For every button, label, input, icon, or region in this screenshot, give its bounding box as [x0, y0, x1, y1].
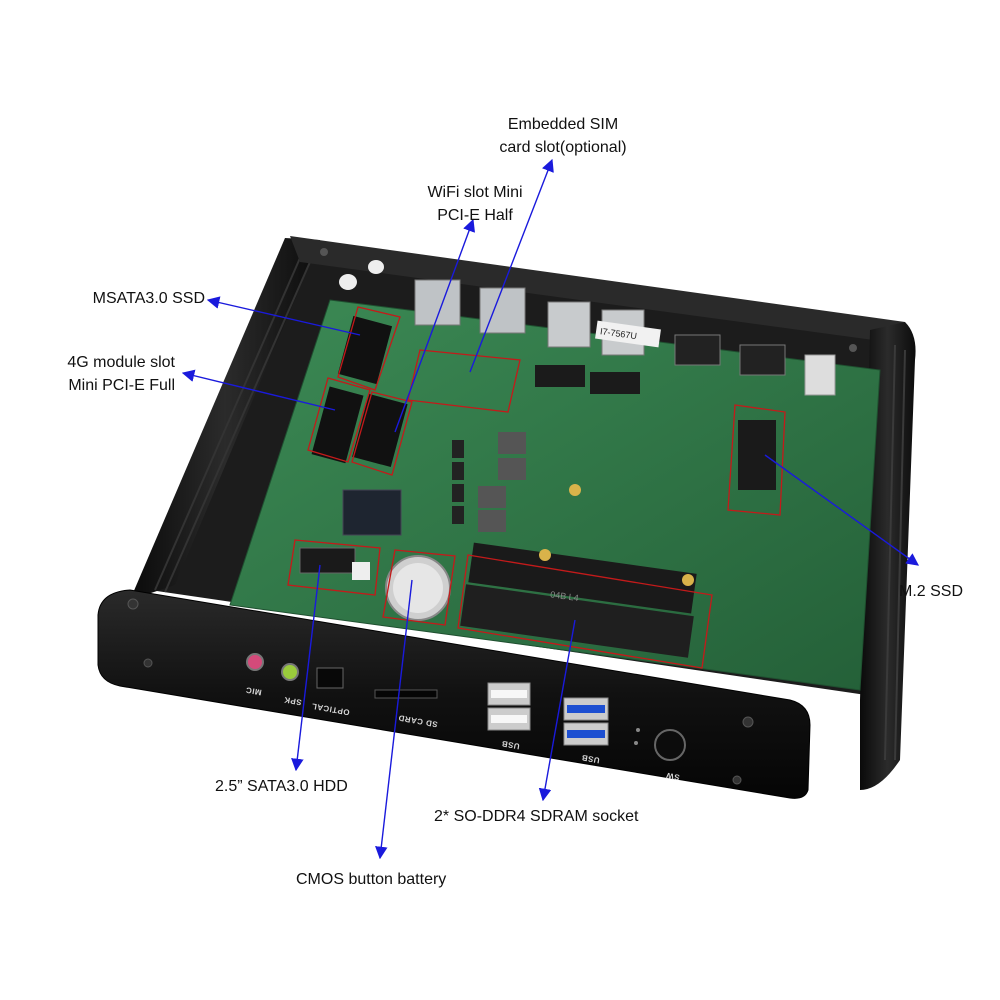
- highlight-sata: [287, 539, 381, 596]
- callout-msata-line1: MSATA3.0 SSD: [92, 290, 205, 307]
- highlight-wifi: [351, 391, 413, 476]
- m2-slot: [738, 420, 776, 490]
- sd-card-slot[interactable]: [374, 689, 438, 699]
- ram-socket-bottom: [460, 584, 694, 658]
- optical-port[interactable]: [316, 667, 344, 689]
- ram-socket-top: [468, 542, 697, 614]
- callout-embedded-sim-line2: card slot(optional): [499, 139, 627, 156]
- arrow-embedded-sim: [469, 158, 554, 373]
- callout-4g-module-line2: Mini PCI-E Full: [68, 377, 175, 394]
- case-right-fins: [884, 344, 906, 761]
- rear-display-port: [739, 344, 786, 376]
- callout-embedded-sim-line1: Embedded SIM: [507, 116, 619, 133]
- arrow-msata: [206, 296, 361, 336]
- antenna-hole-1: [339, 274, 357, 290]
- callout-sata-hdd: 2.5” SATA3.0 HDD: [215, 775, 348, 798]
- callout-sata-hdd-line1: 2.5” SATA3.0 HDD: [215, 778, 348, 795]
- antenna-hole-2: [368, 260, 384, 274]
- sata-connector: [299, 547, 356, 574]
- arrow-sata-hdd: [291, 564, 321, 772]
- usb3-port-stack[interactable]: [563, 697, 609, 746]
- front-panel-ports: MIC SPK OPTICAL SD CARD USB USB SW: [245, 653, 686, 782]
- callout-embedded-sim: Embedded SIM card slot(optional): [478, 113, 648, 159]
- case-front-panel: [97, 589, 811, 799]
- screw-front-left: [127, 598, 139, 610]
- case-left-wall-fins: [154, 257, 311, 593]
- usb-right-label: USB: [581, 753, 601, 765]
- screw-back-left: [320, 248, 328, 256]
- standoffs: [539, 484, 694, 586]
- ram-socket-label: 04B L4: [550, 589, 580, 603]
- hdd-led: [634, 741, 638, 745]
- highlight-4g-module: [307, 377, 371, 463]
- cpu-label-sticker: I7-7567U: [595, 320, 661, 348]
- arrow-wifi: [394, 218, 475, 433]
- lan-transformer-1: [535, 365, 585, 387]
- callout-4g-module-line1: 4G module slot: [67, 354, 175, 371]
- case-left-wall: [130, 238, 320, 600]
- screw-back-right: [849, 344, 857, 352]
- callout-4g-module: 4G module slot Mini PCI-E Full: [0, 351, 175, 397]
- power-led: [636, 728, 640, 732]
- callout-cmos-line1: CMOS button battery: [296, 871, 447, 888]
- sata-power-connector: [352, 562, 370, 580]
- callout-arrows: [181, 158, 920, 860]
- callout-cmos: CMOS button battery: [296, 868, 446, 891]
- speaker-label: SPK: [283, 695, 302, 707]
- highlight-ram: [457, 554, 713, 669]
- power-stage: [452, 432, 526, 532]
- highlight-boxes: [287, 306, 786, 669]
- highlight-msata: [337, 306, 401, 391]
- callout-wifi-slot-line1: WiFi slot Mini: [427, 184, 523, 201]
- screw-front-right-low: [732, 775, 742, 785]
- highlight-sim: [407, 349, 521, 413]
- arrow-ddr4: [538, 619, 576, 802]
- ram-sockets: 04B L4: [460, 542, 697, 658]
- callout-wifi-slot-line2: PCI-E Half: [437, 207, 513, 224]
- usb-left-label: USB: [501, 739, 521, 751]
- rear-dc-jack: [804, 354, 836, 396]
- highlight-m2: [727, 404, 786, 516]
- arrow-4g-module: [181, 369, 336, 411]
- callout-m2-ssd-line1: M.2 SSD: [899, 583, 964, 600]
- lan-transformer-2: [590, 372, 640, 394]
- callout-m2-ssd: M.2 SSD: [899, 580, 963, 603]
- arrow-cmos: [375, 579, 413, 860]
- callout-wifi-slot: WiFi slot Mini PCI-E Half: [390, 181, 560, 227]
- cmos-battery-face: [393, 563, 443, 613]
- chipset: [342, 489, 402, 536]
- sw-label: SW: [665, 771, 680, 782]
- highlight-cmos: [382, 549, 456, 626]
- power-button[interactable]: [654, 729, 686, 761]
- screw-front-left-low: [143, 658, 153, 668]
- screw-front-right: [742, 716, 754, 728]
- speaker-jack[interactable]: [281, 663, 299, 681]
- arrow-m2: [764, 454, 920, 566]
- rear-usb-stack-2: [479, 287, 526, 334]
- rear-lan-1: [547, 301, 591, 348]
- callout-ddr4-line1: 2* SO-DDR4 SDRAM socket: [434, 808, 639, 825]
- mpcie-full-slot: [311, 386, 364, 464]
- rear-hdmi: [674, 334, 721, 366]
- case-back-wall: [290, 236, 910, 345]
- mic-jack[interactable]: [246, 653, 264, 671]
- mic-label: MIC: [245, 685, 262, 697]
- callout-ddr4: 2* SO-DDR4 SDRAM socket: [434, 805, 639, 828]
- usb2-port-stack[interactable]: [487, 682, 531, 731]
- callout-msata: MSATA3.0 SSD: [20, 287, 205, 310]
